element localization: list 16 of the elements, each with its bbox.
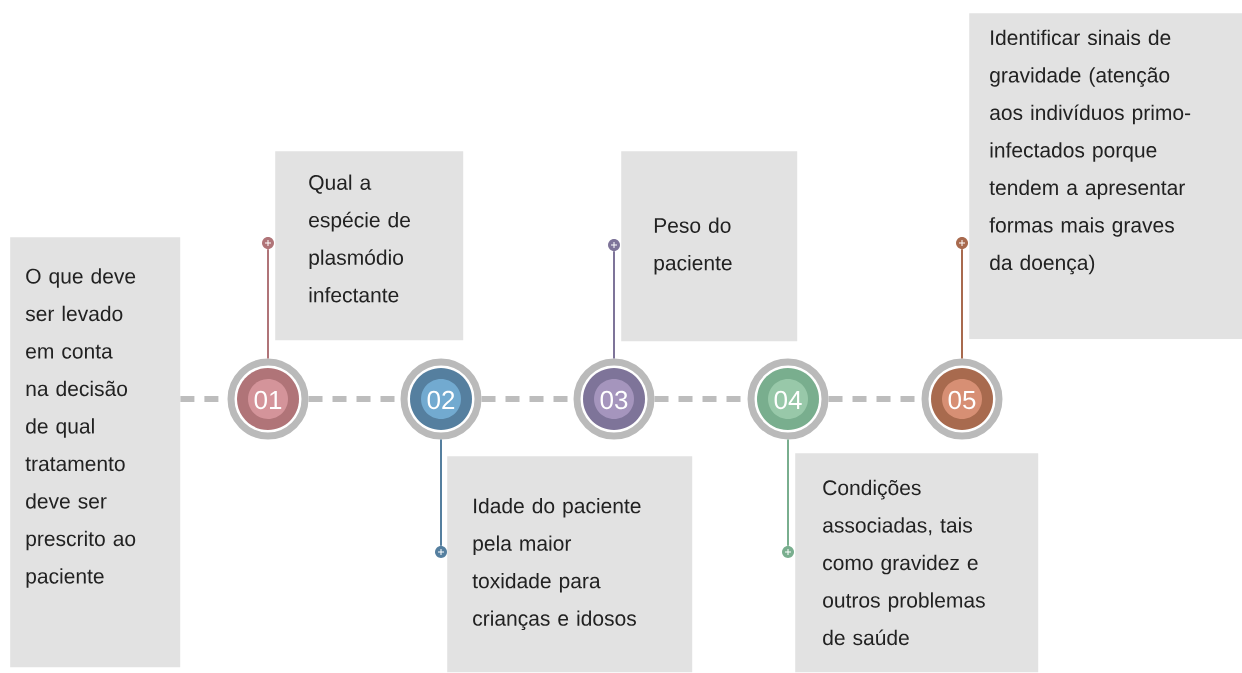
- connector-line: [787, 438, 789, 547]
- end-dot: [956, 237, 968, 249]
- text-box: Condições associadas, tais como gravidez e outros problemas de saúde: [795, 453, 1039, 673]
- text-box: Identificar sinais de gravidade (atenção aos indivíduos primo-infectados porque tendem a apresentar formas mais graves da doença): [969, 13, 1242, 340]
- connector-line: [267, 248, 269, 360]
- text-box: Peso do paciente: [621, 151, 798, 342]
- end-dot: [262, 237, 274, 249]
- connector-line: [961, 248, 963, 360]
- text-box: O que deve ser levado em conta na decisão de qual tratamento deve ser prescrito ao paciente: [10, 237, 181, 668]
- end-dot: [782, 546, 794, 558]
- text-box: Qual a espécie de plasmódio infectante: [275, 151, 464, 341]
- end-dot: [435, 546, 447, 558]
- text-box: Idade do paciente pela maior toxidade para crianças e idosos: [447, 456, 693, 673]
- end-dot: [608, 239, 620, 251]
- connector-line: [613, 250, 615, 360]
- connector-line: [440, 438, 442, 547]
